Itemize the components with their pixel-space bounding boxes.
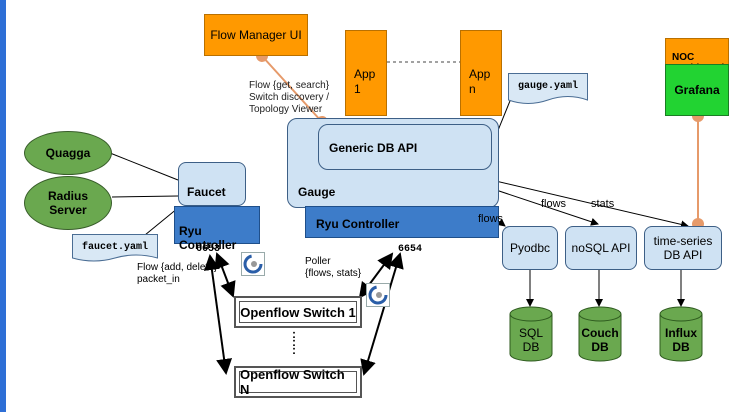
ryu-controller-gauge-box: Ryu Controller <box>305 206 499 238</box>
noc-dashboard-box: NOC Dashboard <box>665 38 729 74</box>
gauge-yaml-label: gauge.yaml <box>517 81 578 92</box>
flows-dashed-label: flows <box>478 213 504 225</box>
ui-to-api-line <box>256 50 328 128</box>
appn-label: App n <box>469 67 491 96</box>
faucet-to-switch1 <box>214 252 236 298</box>
flows-label: flows <box>541 198 567 210</box>
stats-label: stats <box>591 198 615 210</box>
ryu-logo-icon <box>241 252 265 276</box>
flow-manager-ui-label: Flow Manager UI <box>210 28 302 42</box>
quagga-to-faucet <box>109 152 179 181</box>
influx-db-label: Influx DB <box>665 326 697 354</box>
ryu-controller-faucet-label: Ryu Controller <box>179 224 237 252</box>
openflow-switch-1: Openflow Switch 1 <box>234 296 362 328</box>
faucet-yaml-to-ryu <box>144 207 179 236</box>
grafana-label: Grafana <box>674 83 720 97</box>
influx-db-cylinder: Influx DB <box>659 306 703 362</box>
quagga-label: Quagga <box>45 146 91 160</box>
nosql-api-label: noSQL API <box>571 241 631 255</box>
gauge-to-switchn <box>360 252 404 376</box>
timeseries-api-label: time-series DB API <box>653 233 713 262</box>
radius-server-label: Radius Server <box>47 188 88 217</box>
radius-to-faucet <box>111 195 179 198</box>
sql-db-cylinder: SQL DB <box>509 306 553 362</box>
faucet-box: Faucet <box>178 162 246 206</box>
switch-ellipsis: ::: <box>292 327 296 357</box>
faucet-yaml-doc: faucet.yaml <box>72 234 158 264</box>
openflow-switch-n: Openflow Switch N <box>234 366 362 398</box>
faucet-yaml-doc-shape <box>72 234 158 262</box>
sql-db-shape <box>509 306 553 362</box>
faucet-label: Faucet <box>187 185 226 199</box>
ryu-logo-graphic <box>368 285 388 305</box>
grafana-box: Grafana <box>665 64 729 116</box>
flow-manager-ui-box: Flow Manager UI <box>204 14 308 56</box>
timeseries-api-box: time-series DB API <box>644 226 722 270</box>
faucet-yaml-label: faucet.yaml <box>81 242 148 253</box>
port-faucet-label: 6653 <box>196 244 221 255</box>
generic-db-api-box: Generic DB API <box>318 124 492 170</box>
poller-label: Poller {flows, stats} <box>305 256 362 279</box>
couch-db-label: Couch DB <box>581 326 619 354</box>
openflow-switch-1-label: Openflow Switch 1 <box>239 301 357 323</box>
ryu-controller-gauge-label: Ryu Controller <box>316 217 400 231</box>
ryu-logo-graphic <box>243 254 263 274</box>
ryu-logo-icon <box>366 283 390 307</box>
nosql-api-box: noSQL API <box>565 226 637 270</box>
port-gauge-label: 6654 <box>398 244 423 255</box>
gauge-yaml-doc: gauge.yaml <box>508 73 588 107</box>
couch-db-cylinder: Couch DB <box>578 306 622 362</box>
ui-operations-label: Flow {get, search} Switch discovery / To… <box>249 80 330 115</box>
couch-db-shape <box>578 306 622 362</box>
quagga-node: Quagga <box>24 131 112 175</box>
faucet-flow-label: Flow {add, delete} packet_in <box>137 262 218 285</box>
app1-box: App 1 <box>345 30 387 116</box>
pyodbc-box: Pyodbc <box>502 226 558 270</box>
pyodbc-label: Pyodbc <box>509 241 551 255</box>
faucet-to-switchn <box>203 254 233 375</box>
gauge-label: Gauge <box>298 185 336 199</box>
appn-box: App n <box>460 30 502 116</box>
app1-label: App 1 <box>354 67 376 96</box>
openflow-switch-n-label: Openflow Switch N <box>239 367 357 397</box>
ryu-controller-faucet-box: Ryu Controller <box>174 206 260 252</box>
generic-db-api-label: Generic DB API <box>329 141 418 155</box>
gauge-yaml-doc-shape <box>508 73 588 104</box>
sql-db-label: SQL DB <box>518 326 543 354</box>
influx-db-shape <box>659 306 703 362</box>
left-edge-bar <box>0 0 6 412</box>
radius-server-node: Radius Server <box>24 176 112 230</box>
